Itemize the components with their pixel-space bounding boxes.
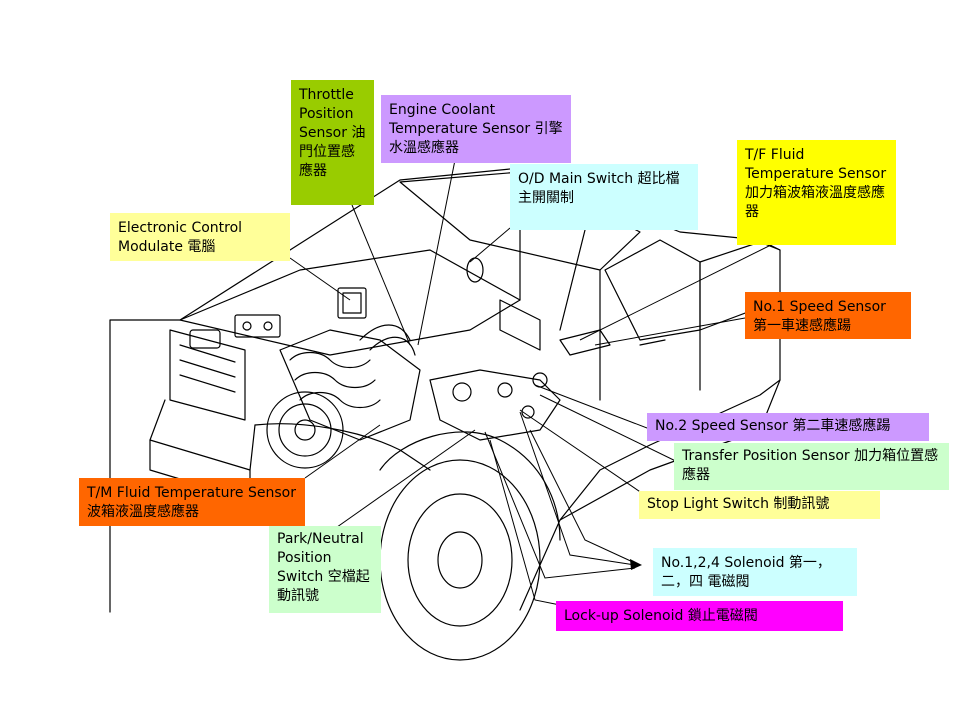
label-no124-solenoid: No.1,2,4 Solenoid 第一，二，四 電磁閥 <box>653 548 857 596</box>
label-stop-light-switch: Stop Light Switch 制動訊號 <box>639 491 880 519</box>
label-electronic-control-modulate: Electronic Control Modulate 電腦 <box>110 213 290 261</box>
label-lockup-solenoid: Lock-up Solenoid 鎖止電磁閥 <box>556 601 843 631</box>
label-tm-fluid-temperature-sensor: T/M Fluid Temperature Sensor 波箱液溫度感應器 <box>79 478 305 526</box>
label-no2-speed-sensor: No.2 Speed Sensor 第二車速感應踼 <box>647 413 929 441</box>
label-park-neutral-position-switch: Park/Neutral Position Switch 空檔起動訊號 <box>269 526 381 613</box>
label-engine-coolant-sensor: Engine Coolant Temperature Sensor 引擎水溫感應… <box>381 95 571 163</box>
label-tf-fluid-temperature-sensor: T/F Fluid Temperature Sensor 加力箱波箱液溫度感應器 <box>737 140 896 245</box>
label-od-main-switch: O/D Main Switch 超比檔主開關制 <box>510 164 698 230</box>
label-no1-speed-sensor: No.1 Speed Sensor 第一車速感應踼 <box>745 292 911 339</box>
label-transfer-position-sensor: Transfer Position Sensor 加力箱位置感應器 <box>674 443 949 490</box>
label-throttle-position-sensor: Throttle Position Sensor 油門位置感應器 <box>291 80 374 205</box>
